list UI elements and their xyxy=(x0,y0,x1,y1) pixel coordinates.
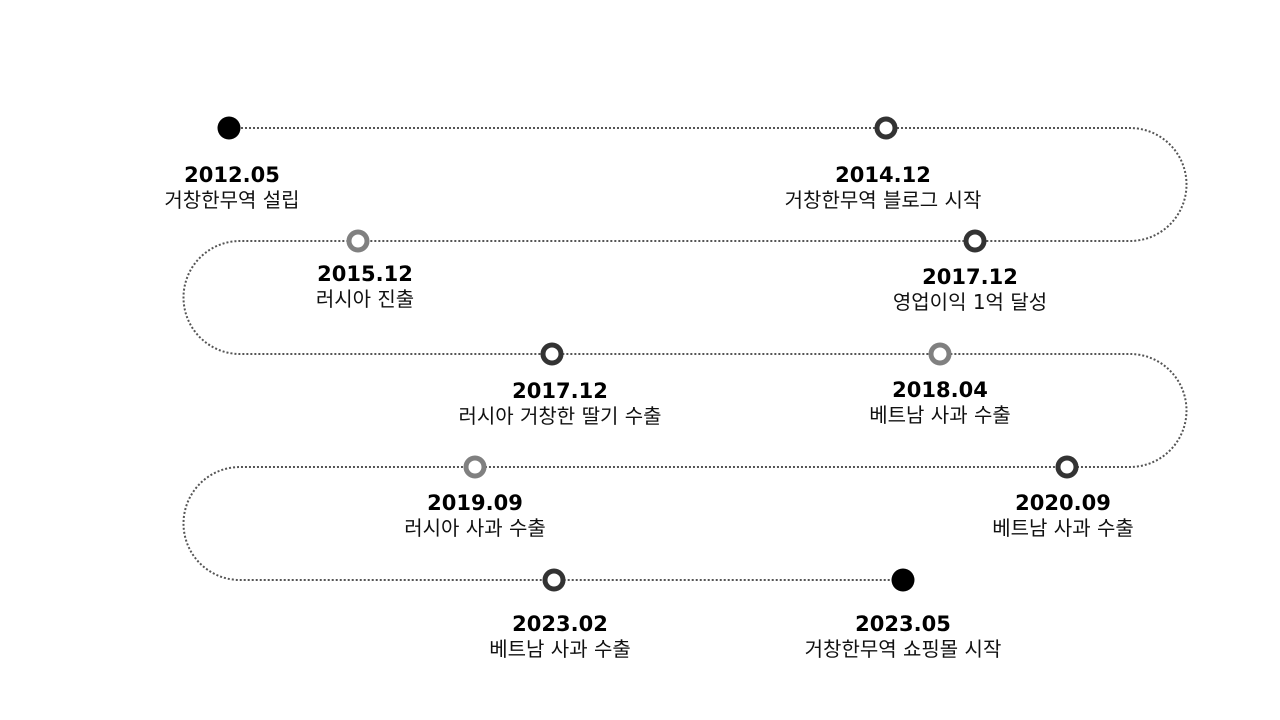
milestone-ring-dark xyxy=(542,568,566,592)
milestone-date: 2017.12 xyxy=(512,379,608,403)
milestone-date: 2017.12 xyxy=(922,265,1018,289)
milestone-ring-dark xyxy=(874,116,898,140)
milestone-date: 2018.04 xyxy=(892,378,988,402)
milestone-description: 러시아 사과 수출 xyxy=(404,516,546,540)
milestone-description: 러시아 진출 xyxy=(316,287,414,311)
milestone-description: 베트남 사과 수출 xyxy=(869,403,1011,427)
milestone-description: 거창한무역 설립 xyxy=(164,188,299,212)
milestone-dot-filled xyxy=(217,116,241,140)
milestone-date: 2012.05 xyxy=(184,163,280,187)
milestone-date: 2015.12 xyxy=(317,262,413,286)
milestone-date: 2023.02 xyxy=(512,612,608,636)
milestone-description: 거창한무역 블로그 시작 xyxy=(785,188,982,212)
milestone-ring-dark xyxy=(1055,455,1079,479)
milestone-description: 거창한무역 쇼핑몰 시작 xyxy=(805,637,1002,661)
milestone-ring-light xyxy=(463,455,487,479)
milestone-description: 러시아 거창한 딸기 수출 xyxy=(458,404,661,428)
timeline-path xyxy=(182,127,1188,581)
milestone-date: 2023.05 xyxy=(855,612,951,636)
milestone-ring-light xyxy=(346,229,370,253)
milestone-ring-light xyxy=(928,342,952,366)
milestone-description: 베트남 사과 수출 xyxy=(489,637,631,661)
milestone-description: 베트남 사과 수출 xyxy=(992,516,1134,540)
milestone-date: 2014.12 xyxy=(835,163,931,187)
milestone-dot-filled xyxy=(891,568,915,592)
milestone-ring-dark xyxy=(963,229,987,253)
milestone-date: 2019.09 xyxy=(427,491,523,515)
milestone-date: 2020.09 xyxy=(1015,491,1111,515)
milestone-description: 영업이익 1억 달성 xyxy=(893,290,1047,314)
milestone-ring-dark xyxy=(540,342,564,366)
